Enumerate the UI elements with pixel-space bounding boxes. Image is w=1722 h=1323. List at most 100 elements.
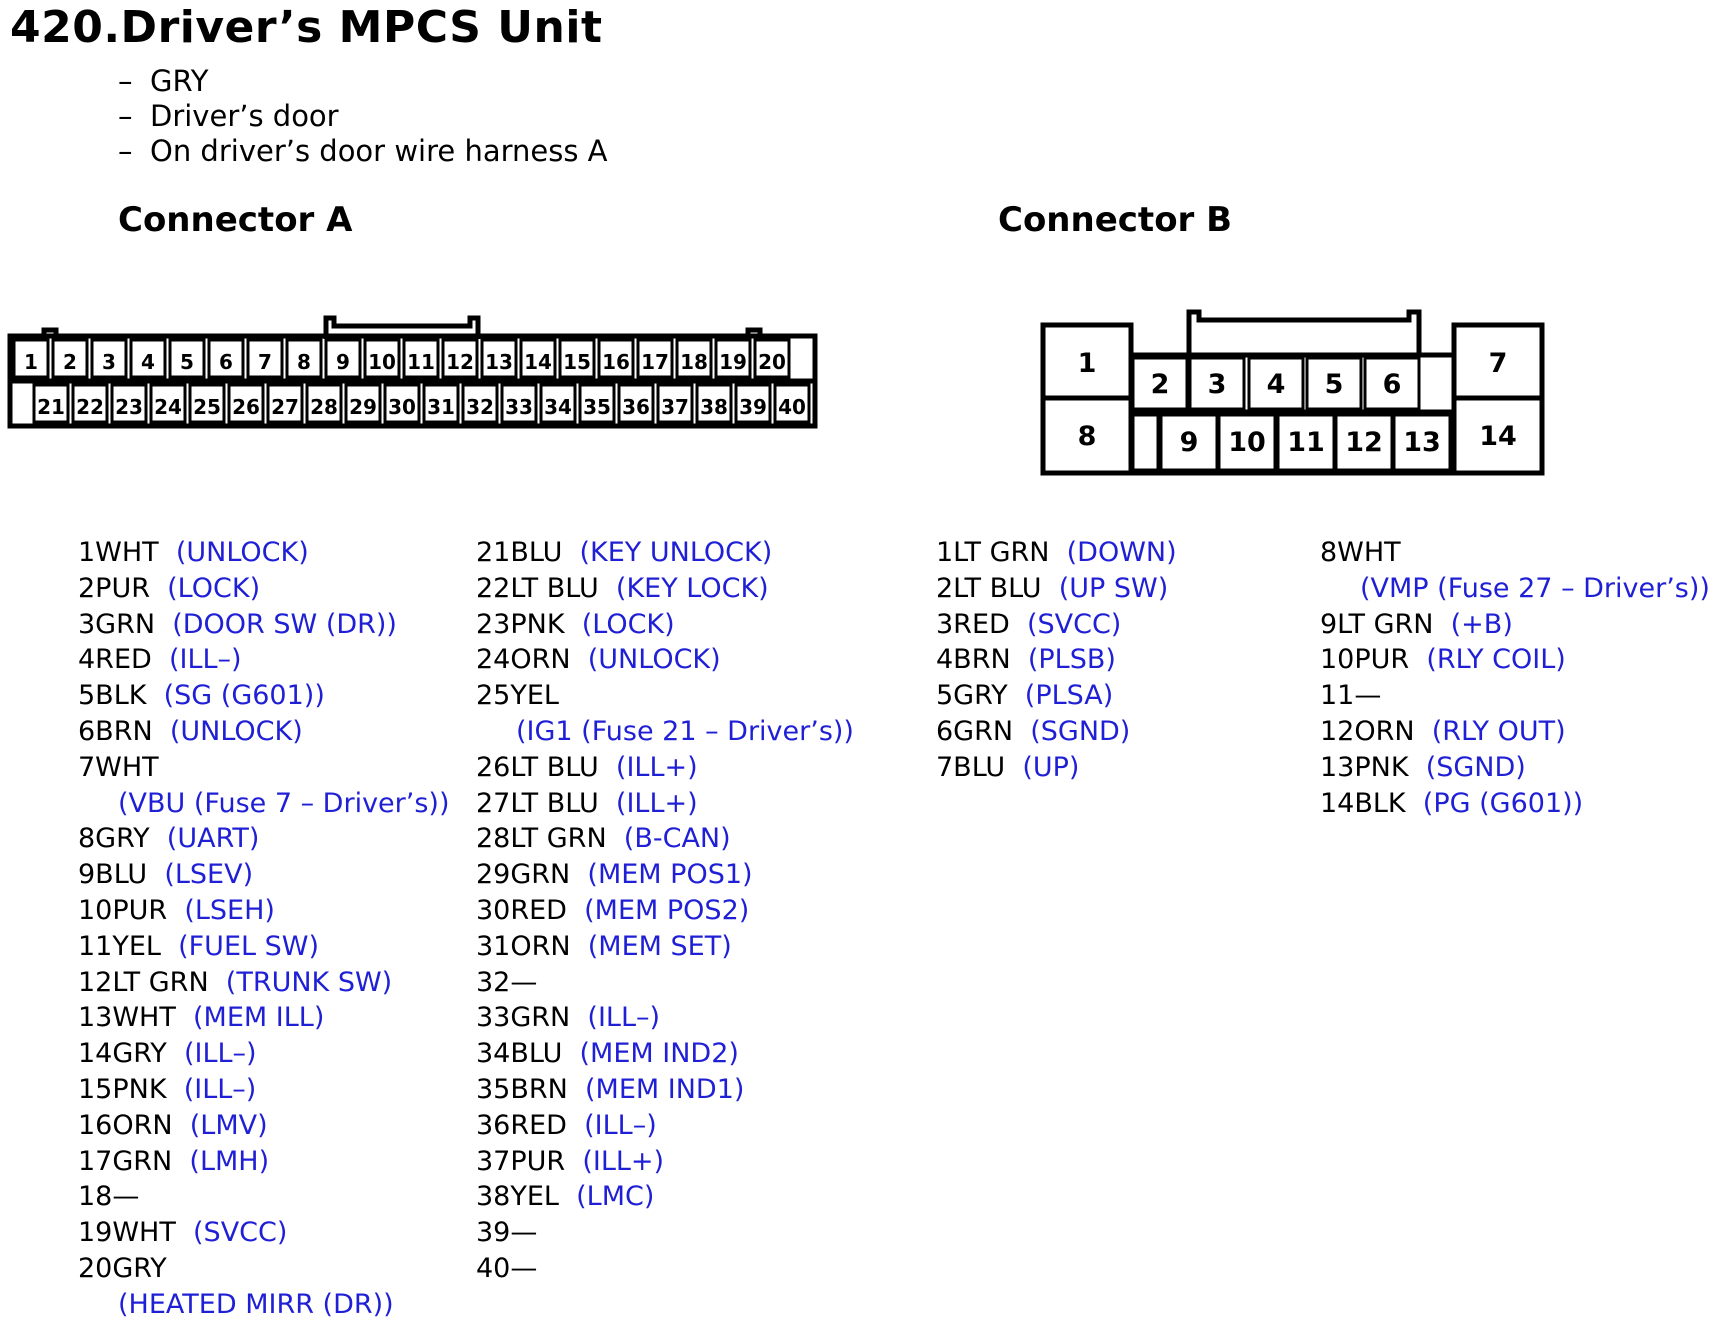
connector-a-pin-number: 20 <box>758 350 786 374</box>
pin-function-label: (SG (G601)) <box>146 680 325 712</box>
pin-wire-label: 17GRN <box>78 1145 173 1177</box>
connector-a-pin-number: 39 <box>739 395 767 419</box>
connector-a-pin-number: 4 <box>141 350 155 374</box>
connector-a-pin-number: 2 <box>63 350 77 374</box>
connector-a-cavity <box>773 383 811 424</box>
pin-function-label: (LOCK) <box>149 572 261 604</box>
connector-a-cavity <box>695 383 733 424</box>
connector-a-cavity <box>188 383 226 424</box>
pin-entry: 10PUR (LSEH) <box>78 893 449 929</box>
pin-entry: 4RED (ILL–) <box>78 642 449 678</box>
connector-a-cavity <box>461 383 499 424</box>
connector-b-pin-number: 13 <box>1403 427 1441 458</box>
pin-wire-label: 7WHT <box>78 751 159 783</box>
connector-a-pin-number: 17 <box>641 350 669 374</box>
pin-wire-label: 1LT GRN <box>936 537 1050 568</box>
pin-entry: 28LT GRN (B-CAN) <box>476 821 854 857</box>
connector-a-pinout-column-1: 1WHT (UNLOCK)2PUR (LOCK)3GRN (DOOR SW (D… <box>78 535 449 1323</box>
pin-wire-label: 9BLU <box>78 859 148 891</box>
connector-a-cavity <box>207 338 245 379</box>
pin-function-label: (KEY UNLOCK) <box>562 537 773 568</box>
pin-function-label: (LMC) <box>558 1181 655 1213</box>
connector-a-pin-number: 21 <box>37 395 65 419</box>
connector-a-cavity <box>90 338 128 379</box>
pin-wire-label: 13PNK <box>1320 751 1409 783</box>
pin-entry: 13WHT (MEM ILL) <box>78 1000 449 1036</box>
pin-entry: 14BLK (PG (G601)) <box>1320 786 1710 822</box>
connector-b-blank-cavity <box>1131 413 1160 472</box>
connector-a-pin-number: 3 <box>102 350 116 374</box>
pin-entry: 8GRY (UART) <box>78 821 449 857</box>
connector-a-cavity <box>578 383 616 424</box>
pin-wire-label: 5BLK <box>78 680 147 712</box>
pin-entry: 27LT BLU (ILL+) <box>476 786 854 822</box>
pin-wire-label: 3RED <box>936 608 1010 640</box>
connector-a-cavity <box>441 338 479 379</box>
pin-entry: 17GRN (LMH) <box>78 1144 449 1180</box>
pin-wire-label: 18— <box>78 1181 140 1213</box>
pin-entry: 15PNK (ILL–) <box>78 1072 449 1108</box>
connector-a-pin-number: 7 <box>258 350 272 374</box>
pin-function-label: (ILL–) <box>566 1109 657 1141</box>
pin-entry: 37PUR (ILL+) <box>476 1144 854 1180</box>
pin-wire-label: 2LT BLU <box>936 572 1042 604</box>
pin-wire-label: 30RED <box>476 894 567 926</box>
pin-entry: 22LT BLU (KEY LOCK) <box>476 571 854 607</box>
connector-a-cavity <box>519 338 557 379</box>
connector-a-pin-number: 8 <box>297 350 311 374</box>
pin-entry: 25YEL(IG1 (Fuse 21 – Driver’s)) <box>476 678 854 750</box>
pin-entry: 1LT GRN (DOWN) <box>936 535 1177 571</box>
connector-b-latch <box>1186 309 1422 355</box>
pin-entry: 35BRN (MEM IND1) <box>476 1072 854 1108</box>
connector-b-pin-number: 2 <box>1151 369 1170 400</box>
connector-b-pin-number: 9 <box>1180 427 1199 458</box>
connector-a-tab <box>41 327 59 336</box>
pin-function-label: (UP) <box>1005 751 1080 783</box>
connector-a-cavity <box>110 383 148 424</box>
pin-entry: 11— <box>1320 678 1710 714</box>
pin-entry: 9BLU (LSEV) <box>78 857 449 893</box>
pin-function-label: (ILL–) <box>151 644 242 676</box>
pin-entry: 16ORN (LMV) <box>78 1108 449 1144</box>
connector-b-pin-number: 4 <box>1267 369 1286 400</box>
pin-function-label: (SGND) <box>1408 751 1526 783</box>
pin-entry: 33GRN (ILL–) <box>476 1000 854 1036</box>
pin-function-label: (HEATED MIRR (DR)) <box>118 1288 394 1320</box>
pin-function-label: (ILL+) <box>565 1145 665 1177</box>
pin-entry: 6BRN (UNLOCK) <box>78 714 449 750</box>
pin-wire-label: 24ORN <box>476 644 571 676</box>
connector-a-label: Connector A <box>118 200 353 240</box>
connector-b-cavity <box>1188 356 1246 411</box>
pin-function-label: (SVCC) <box>175 1217 288 1249</box>
connector-a-pin-number: 35 <box>583 395 611 419</box>
connector-a-cavity <box>266 383 304 424</box>
pin-entry: 5GRY (PLSA) <box>936 678 1177 714</box>
pin-wire-label: 11YEL <box>78 930 161 962</box>
pin-entry: 39— <box>476 1215 854 1251</box>
pin-function-label: (MEM IND2) <box>562 1038 739 1070</box>
pin-function-label: (DOOR SW (DR)) <box>155 608 397 640</box>
pin-function-label: (+B) <box>1433 608 1513 640</box>
pin-function-label: (MEM POS2) <box>566 894 750 926</box>
pin-function-label: (LSEV) <box>147 859 254 891</box>
pin-wire-label: 8WHT <box>1320 537 1401 568</box>
pin-wire-label: 1WHT <box>78 537 159 568</box>
pin-function-label: (ILL–) <box>570 1002 661 1034</box>
connector-b-cavity <box>1217 413 1277 472</box>
connector-a-cavity <box>500 383 538 424</box>
note-item: –On driver’s door wire harness A <box>118 134 608 168</box>
pin-entry: 29GRN (MEM POS1) <box>476 857 854 893</box>
connector-a-pin-number: 32 <box>466 395 494 419</box>
pin-wire-label: 29GRN <box>476 859 571 891</box>
pin-wire-label: 3GRN <box>78 608 156 640</box>
connector-a-pinout-column-2: 21BLU (KEY UNLOCK)22LT BLU (KEY LOCK)23P… <box>476 535 854 1287</box>
connector-a-pin-number: 28 <box>310 395 338 419</box>
connector-a-cavity <box>149 383 187 424</box>
pin-entry: 18— <box>78 1179 449 1215</box>
connector-a-pin-number: 29 <box>349 395 377 419</box>
pin-wire-label: 19WHT <box>78 1217 176 1249</box>
connector-a-pin-number: 12 <box>446 350 474 374</box>
pin-wire-label: 5GRY <box>936 680 1008 712</box>
pin-entry: 7WHT(VBU (Fuse 7 – Driver’s)) <box>78 750 449 822</box>
